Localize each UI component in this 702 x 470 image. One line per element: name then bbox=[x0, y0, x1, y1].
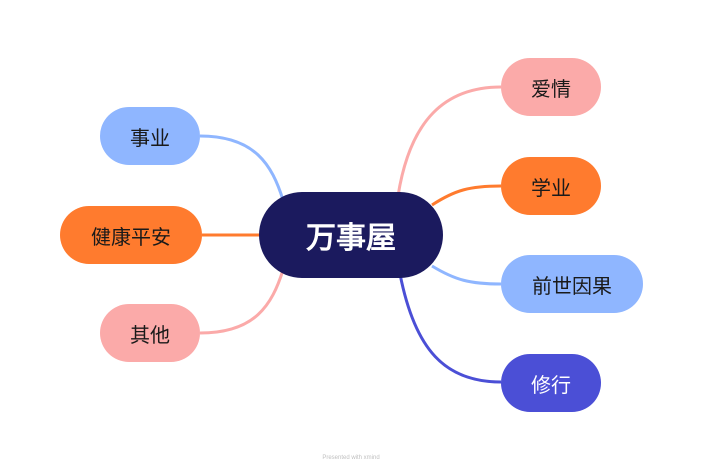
topic-xueye[interactable]: 学业 bbox=[501, 157, 601, 215]
topic-xiuxing[interactable]: 修行 bbox=[501, 354, 601, 412]
watermark-footer: Presented with xmind bbox=[322, 455, 380, 461]
central-topic[interactable]: 万事屋 bbox=[259, 192, 443, 278]
connector-shiye bbox=[199, 134, 285, 201]
connector-qita bbox=[199, 269, 285, 335]
topic-aiqing[interactable]: 爱情 bbox=[501, 58, 601, 116]
connector-xueye bbox=[431, 184, 502, 207]
connector-aiqing bbox=[396, 85, 502, 197]
connector-qianshi bbox=[431, 264, 502, 286]
topic-jiankang[interactable]: 健康平安 bbox=[60, 206, 202, 264]
topic-shiye[interactable]: 事业 bbox=[100, 107, 200, 165]
connector-xiuxing bbox=[398, 273, 502, 384]
topic-qita[interactable]: 其他 bbox=[100, 304, 200, 362]
topic-qianshi[interactable]: 前世因果 bbox=[501, 255, 643, 313]
